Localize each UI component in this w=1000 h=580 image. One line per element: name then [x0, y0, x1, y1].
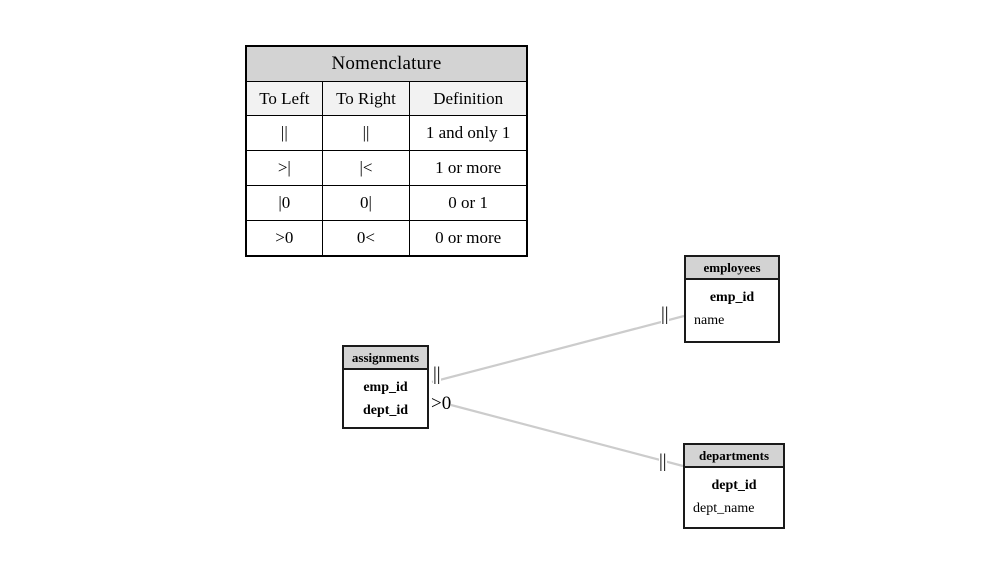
- attribute-emp-id: emp_id: [363, 380, 408, 395]
- attribute-emp-id: emp_id: [709, 290, 755, 305]
- entity-assignments[interactable]: assignments emp_id dept_id: [342, 345, 429, 429]
- legend-symbol-left: >0: [245, 220, 323, 257]
- legend-column-definition: Definition: [409, 81, 528, 116]
- attribute-dept-id: dept_id: [362, 403, 409, 418]
- edge-assignments-departments: [431, 398, 684, 468]
- legend-symbol-right: 0<: [321, 220, 411, 257]
- legend-symbol-right: 0|: [321, 185, 411, 221]
- legend-row: >| |< 1 or more: [245, 150, 528, 186]
- cardinality-assignments-to-departments: >0: [431, 393, 452, 414]
- legend-title-row: Nomenclature: [245, 45, 528, 82]
- legend-symbol-left: |0: [245, 185, 323, 221]
- legend-definition: 0 or more: [409, 220, 528, 257]
- entity-departments-title: departments: [685, 445, 783, 468]
- entity-employees-attributes: emp_id name: [686, 280, 778, 339]
- entity-assignments-title: assignments: [344, 347, 427, 370]
- legend-column-to-right: To Right: [321, 81, 411, 116]
- legend-title: Nomenclature: [245, 45, 528, 82]
- entity-employees[interactable]: employees emp_id name: [684, 255, 780, 343]
- cardinality-assignments-to-employees: ||: [433, 364, 441, 385]
- legend-definition: 0 or 1: [409, 185, 528, 221]
- edge-assignments-employees: [431, 314, 685, 384]
- legend-symbol-right: ||: [321, 115, 411, 151]
- legend-symbol-left: ||: [245, 115, 323, 151]
- cardinality-employees-to-assignments: ||: [661, 304, 669, 325]
- legend-row: || || 1 and only 1: [245, 115, 528, 151]
- entity-assignments-attributes: emp_id dept_id: [344, 370, 427, 429]
- entity-employees-title: employees: [686, 257, 778, 280]
- cardinality-departments-to-assignments: ||: [659, 451, 667, 472]
- legend-symbol-right: |<: [321, 150, 411, 186]
- entity-departments-attributes: dept_id dept_name: [685, 468, 783, 527]
- entity-departments[interactable]: departments dept_id dept_name: [683, 443, 785, 529]
- attribute-name: name: [694, 313, 725, 328]
- legend-definition: 1 and only 1: [409, 115, 528, 151]
- legend-column-header-row: To Left To Right Definition: [245, 81, 528, 116]
- legend-row: |0 0| 0 or 1: [245, 185, 528, 221]
- legend-row: >0 0< 0 or more: [245, 220, 528, 257]
- legend-definition: 1 or more: [409, 150, 528, 186]
- attribute-dept-name: dept_name: [693, 501, 755, 516]
- attribute-dept-id: dept_id: [711, 478, 757, 493]
- nomenclature-legend-table: Nomenclature To Left To Right Definition…: [245, 45, 528, 257]
- legend-symbol-left: >|: [245, 150, 323, 186]
- legend-column-to-left: To Left: [245, 81, 323, 116]
